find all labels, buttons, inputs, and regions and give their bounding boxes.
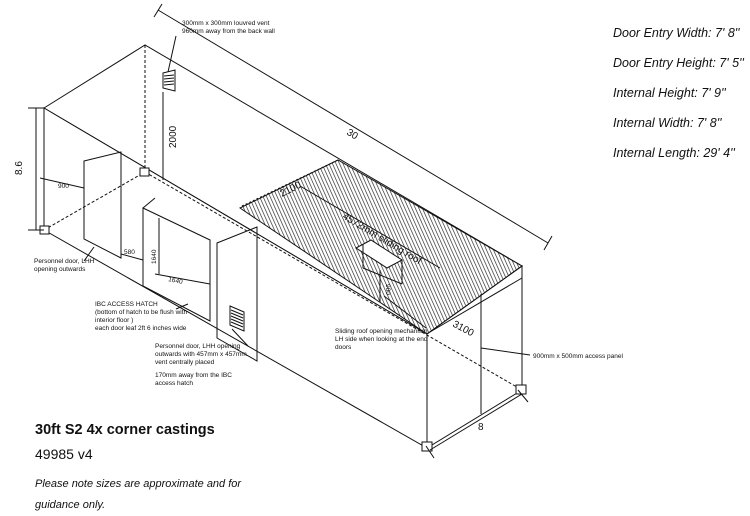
ibc-note-line3: interior floor ) [95,317,133,324]
ibc-note-line2: (bottom of hatch to be flush with [95,309,188,316]
dim-roof-end-offset: 900 [384,284,391,295]
personnel-door-vent [216,226,258,362]
document-number: 49985 v4 [35,446,93,462]
spec-internal-length: Internal Length: 29' 4'' [613,146,735,160]
leader-lines [83,35,531,356]
door-vent-icon [229,305,245,332]
ibc-note-line1: IBC ACCESS HATCH [95,301,158,308]
spec-internal-width: Internal Width: 7' 8'' [613,116,722,130]
dimension-lines [28,3,553,459]
dim-width: 8 [478,422,484,433]
dim-door-offset: 900 [58,183,69,190]
dim-hatch-width: 1640 [168,276,184,286]
roof-mech-note-line3: doors [335,344,352,351]
door2-note-line1: Personnel door, LHH opening [155,343,241,350]
roof-mech-note-line2: LH side when looking at the end [335,336,428,343]
drawing-title: 30ft S2 4x corner castings [35,422,215,438]
door2-note-line5: access hatch [155,380,193,387]
spec-internal-height: Internal Height: 7' 9'' [613,86,726,100]
dim-hatch-height: 1640 [151,249,158,264]
dim-length: 30 [344,127,360,142]
roof-mech-note-line1: Sliding roof opening mechanism [335,328,428,335]
door-lhh-note-line2: opening outwards [34,266,86,273]
door2-note-line2: outwards with 457mm x 457mm [155,351,247,358]
door2-note-line4: 170mm away from the IBC [155,372,232,379]
louvred-vent-icon [162,69,176,92]
dim-vent-height: 2000 [168,125,179,148]
vent-note-line2: 960mm away from the back wall [182,28,275,35]
spec-door-entry-width: Door Entry Width: 7' 8'' [613,26,740,40]
door-lhh-note-line1: Personnel door, LHH [34,258,95,265]
dim-height: 8.6 [14,161,25,175]
spec-door-entry-height: Door Entry Height: 7' 5'' [613,56,744,70]
dim-hatch-offset: 580 [124,249,135,256]
personnel-door-lhh [83,151,122,259]
door2-note-line3: vent centrally placed [155,359,215,366]
ibc-note-line4: each door leaf 2ft 6 inches wide [95,325,187,332]
access-panel-note: 900mm x 500mm access panel [533,353,624,360]
vent-note-line1: 300mm x 300mm louvred vent [182,20,270,27]
guidance-note: Please note sizes are approximate and fo… [35,478,242,511]
